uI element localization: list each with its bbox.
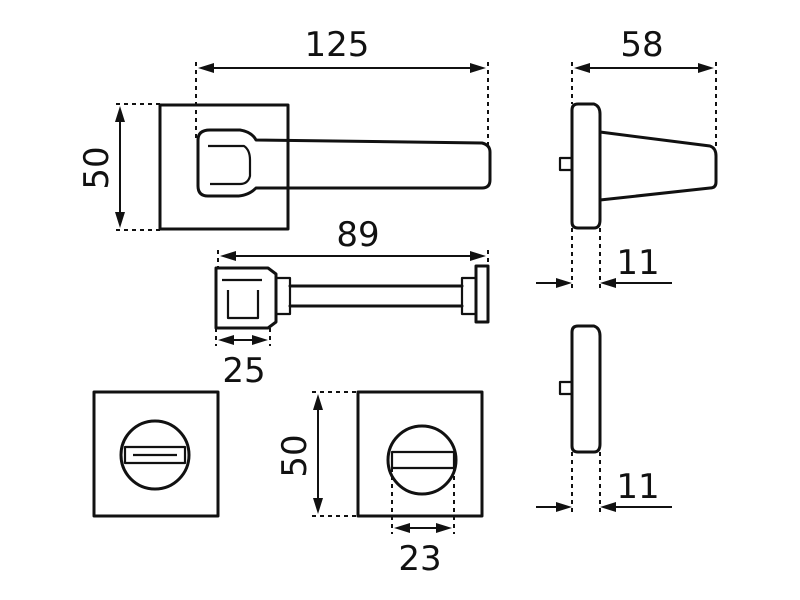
- handle-lever: [196, 128, 492, 198]
- dimension-projection-depth: 58: [571, 25, 717, 146]
- turn-circle-center: [386, 424, 458, 496]
- spindle-collar-left: [274, 276, 292, 316]
- side-rose: [570, 102, 602, 230]
- dimension-spindle-length: 89: [217, 215, 489, 268]
- turn-side-rose: [570, 324, 602, 454]
- dimension-turn-width: 23: [391, 468, 455, 579]
- turn-circle-left: [119, 419, 191, 491]
- dimension-label-89: 89: [336, 215, 379, 255]
- handle-front-view: [158, 103, 492, 231]
- spindle-plate: [474, 264, 490, 324]
- handle-rose-square: [158, 103, 290, 231]
- dimension-label-125: 125: [305, 25, 370, 65]
- dimension-label-23: 23: [398, 539, 441, 579]
- dimension-label-11-top: 11: [616, 243, 659, 283]
- dimension-rose-height-top: 50: [77, 103, 160, 231]
- dimension-rose-thickness-top: 11: [536, 228, 672, 288]
- dimension-label-50-top: 50: [77, 146, 117, 189]
- side-pin: [558, 156, 574, 172]
- dimension-rose-height-bottom: 50: [275, 391, 358, 517]
- dimension-handle-length: 125: [195, 25, 489, 150]
- turn-front-view-left: [92, 390, 220, 518]
- turn-slot-left: [123, 445, 187, 465]
- handle-neck-detail: [208, 144, 252, 186]
- turn-slot-center: [390, 450, 456, 470]
- dimension-label-11-bottom: 11: [616, 467, 659, 507]
- turn-front-view-center: [356, 390, 484, 518]
- dimension-knob-width: 25: [215, 328, 271, 391]
- turn-side-pin: [558, 380, 574, 396]
- handle-side-view: [558, 102, 718, 230]
- turn-rose-square-center: [356, 390, 484, 518]
- dimension-label-25: 25: [222, 351, 265, 391]
- side-lever: [598, 130, 718, 202]
- turn-rose-square-left: [92, 390, 220, 518]
- dimension-rose-thickness-bottom: 11: [536, 452, 672, 512]
- spindle-collar-right: [460, 276, 478, 316]
- spindle-knob-detail: [222, 278, 262, 320]
- spindle-assembly: [214, 264, 490, 330]
- turn-side-view: [558, 324, 602, 454]
- dimension-label-50-bottom: 50: [275, 434, 315, 477]
- dimension-label-58: 58: [620, 25, 663, 65]
